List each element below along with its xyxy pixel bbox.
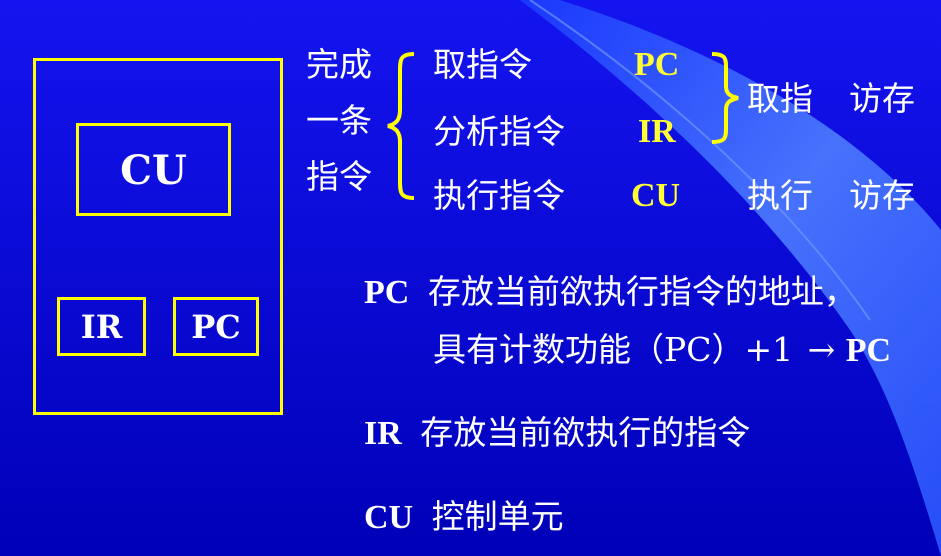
- step-execute-reg: CU: [631, 177, 681, 214]
- phase-fetch: 取指: [747, 79, 813, 118]
- pc-desc-line1: 存放当前欲执行指令的地址，: [427, 272, 857, 311]
- pc-term: PC: [364, 274, 410, 311]
- phase-fetch-mem: 访存: [849, 79, 915, 118]
- ir-label: IR: [80, 308, 123, 346]
- cu-description: CU 控制单元: [364, 497, 564, 538]
- ir-description: IR 存放当前欲执行的指令: [364, 413, 750, 454]
- pc-arrow: →: [807, 330, 836, 369]
- step-execute: 执行指令: [433, 176, 565, 215]
- group-label-1: 完成: [306, 45, 372, 84]
- pc-description: PC 存放当前欲执行指令的地址，: [364, 272, 857, 313]
- cu-term: CU: [364, 499, 414, 536]
- group-label-2: 一条: [306, 101, 372, 140]
- step-fetch-reg: PC: [634, 46, 680, 83]
- pc-label: PC: [191, 308, 241, 346]
- group-label-3: 指令: [306, 157, 372, 196]
- cu-label: CU: [120, 147, 187, 194]
- step-decode: 分析指令: [433, 112, 565, 151]
- decorative-swoosh: [520, 0, 941, 556]
- cu-box: CU: [76, 123, 231, 216]
- right-brace: [711, 52, 739, 144]
- pc-box: PC: [173, 297, 259, 356]
- pc-tail: PC: [845, 332, 892, 369]
- cpu-box: [33, 58, 283, 415]
- pc-description-line2: 具有计数功能（PC）+1 → PC: [433, 330, 891, 371]
- step-fetch: 取指令: [433, 45, 532, 84]
- left-brace: [387, 52, 415, 200]
- cu-desc-text: 控制单元: [431, 497, 564, 536]
- phase-execute-mem: 访存: [849, 176, 915, 215]
- step-decode-reg: IR: [638, 113, 676, 150]
- phase-execute: 执行: [747, 176, 813, 215]
- ir-desc-text: 存放当前欲执行的指令: [420, 413, 751, 452]
- pc-desc-line2: 具有计数功能（PC）+1: [433, 330, 794, 369]
- ir-box: IR: [57, 297, 146, 356]
- ir-term: IR: [364, 415, 402, 452]
